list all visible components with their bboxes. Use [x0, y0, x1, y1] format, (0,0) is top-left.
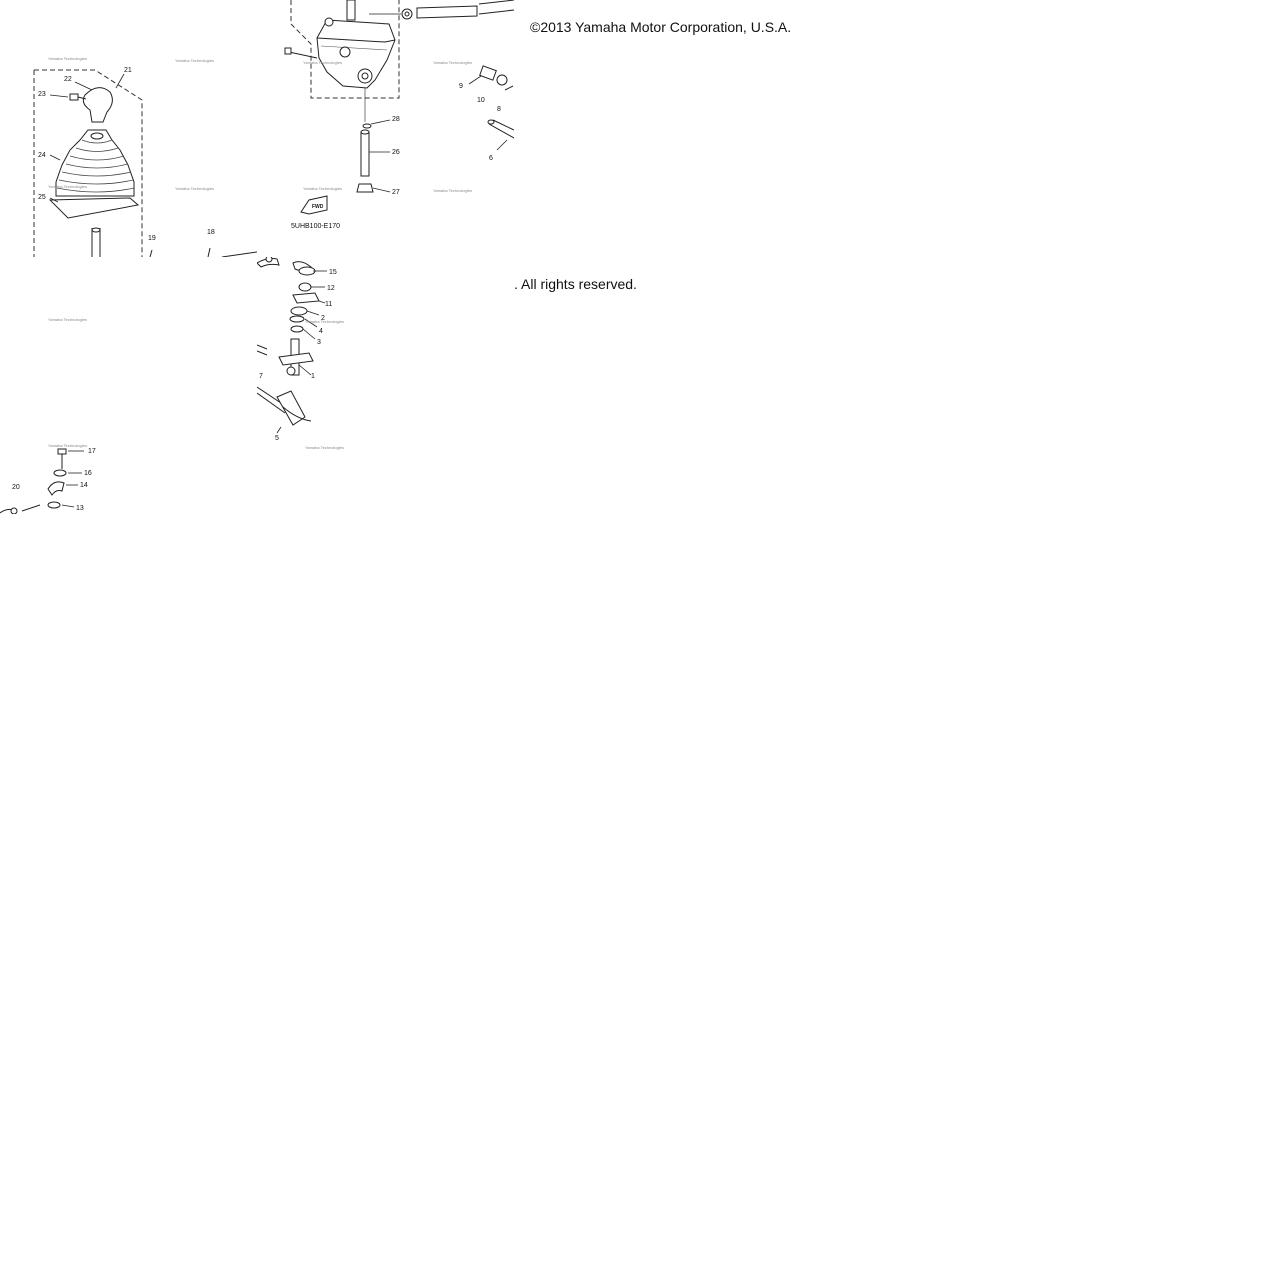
copyright-line-1: ©2013 Yamaha Motor Corporation, U.S.A.: [530, 19, 792, 35]
svg-text:18: 18: [207, 229, 215, 236]
svg-text:Yamaha Technologies: Yamaha Technologies: [175, 58, 214, 63]
diagram-tile-shift-box: FWD 5UHB100-E170 28 26 27 Yamaha Technol…: [257, 0, 514, 257]
svg-text:Yamaha Technologies: Yamaha Technologies: [303, 186, 342, 191]
svg-text:22: 22: [64, 76, 72, 83]
svg-text:17: 17: [88, 448, 96, 455]
svg-text:Yamaha Technologies: Yamaha Technologies: [175, 186, 214, 191]
svg-text:7: 7: [259, 373, 263, 380]
svg-text:15: 15: [329, 269, 337, 276]
svg-text:3: 3: [317, 339, 321, 346]
svg-text:Yamaha Technologies: Yamaha Technologies: [48, 56, 87, 61]
diagram-tile-shift-lever: 22 21 23 24 25 19 18 Yamaha Technologies…: [0, 0, 257, 257]
svg-text:1: 1: [311, 373, 315, 380]
svg-text:13: 13: [76, 505, 84, 512]
shift-lever-drawing: 22 21 23 24 25 19 18 Yamaha Technologies…: [33, 56, 257, 257]
svg-text:Yamaha Technologies: Yamaha Technologies: [433, 60, 472, 65]
diagram-tile-linkage: Yamaha Technologies Yamaha Technologies …: [0, 257, 257, 514]
fwd-tag: FWD: [312, 204, 324, 210]
copyright-line-2: . All rights reserved.: [514, 276, 637, 292]
svg-text:Yamaha Technologies: Yamaha Technologies: [305, 319, 344, 324]
svg-text:25: 25: [38, 194, 46, 201]
svg-text:6: 6: [489, 155, 493, 162]
svg-text:24: 24: [38, 152, 46, 159]
svg-text:27: 27: [392, 189, 400, 196]
svg-text:Yamaha Technologies: Yamaha Technologies: [48, 184, 87, 189]
svg-text:14: 14: [80, 482, 88, 489]
svg-text:21: 21: [124, 67, 132, 74]
svg-text:4: 4: [319, 328, 323, 335]
svg-text:28: 28: [392, 116, 400, 123]
diagram-tile-shift-shaft: 15 12 11 2 4 3 1 7 5 Yamaha Technologies…: [257, 257, 514, 514]
svg-text:23: 23: [38, 91, 46, 98]
svg-text:Yamaha Technologies: Yamaha Technologies: [433, 188, 472, 193]
svg-text:20: 20: [12, 484, 20, 491]
linkage-drawing: Yamaha Technologies Yamaha Technologies …: [0, 317, 96, 514]
svg-text:9: 9: [459, 83, 463, 90]
svg-text:12: 12: [327, 285, 335, 292]
svg-text:Yamaha Technologies: Yamaha Technologies: [48, 317, 87, 322]
part-code: 5UHB100-E170: [291, 223, 340, 230]
svg-text:2: 2: [321, 315, 325, 322]
shift-box-drawing: FWD 5UHB100-E170 28 26 27 Yamaha Technol…: [284, 0, 514, 230]
svg-text:26: 26: [392, 149, 400, 156]
svg-text:10: 10: [477, 97, 485, 104]
svg-text:Yamaha Technologies: Yamaha Technologies: [303, 60, 342, 65]
svg-text:5: 5: [275, 435, 279, 442]
shift-shaft-drawing: 15 12 11 2 4 3 1 7 5 Yamaha Technologies…: [257, 257, 344, 450]
svg-text:Yamaha Technologies: Yamaha Technologies: [48, 443, 87, 448]
svg-text:8: 8: [497, 106, 501, 113]
svg-text:16: 16: [84, 470, 92, 477]
svg-text:19: 19: [148, 235, 156, 242]
svg-text:11: 11: [325, 301, 332, 308]
svg-text:Yamaha Technologies: Yamaha Technologies: [305, 445, 344, 450]
